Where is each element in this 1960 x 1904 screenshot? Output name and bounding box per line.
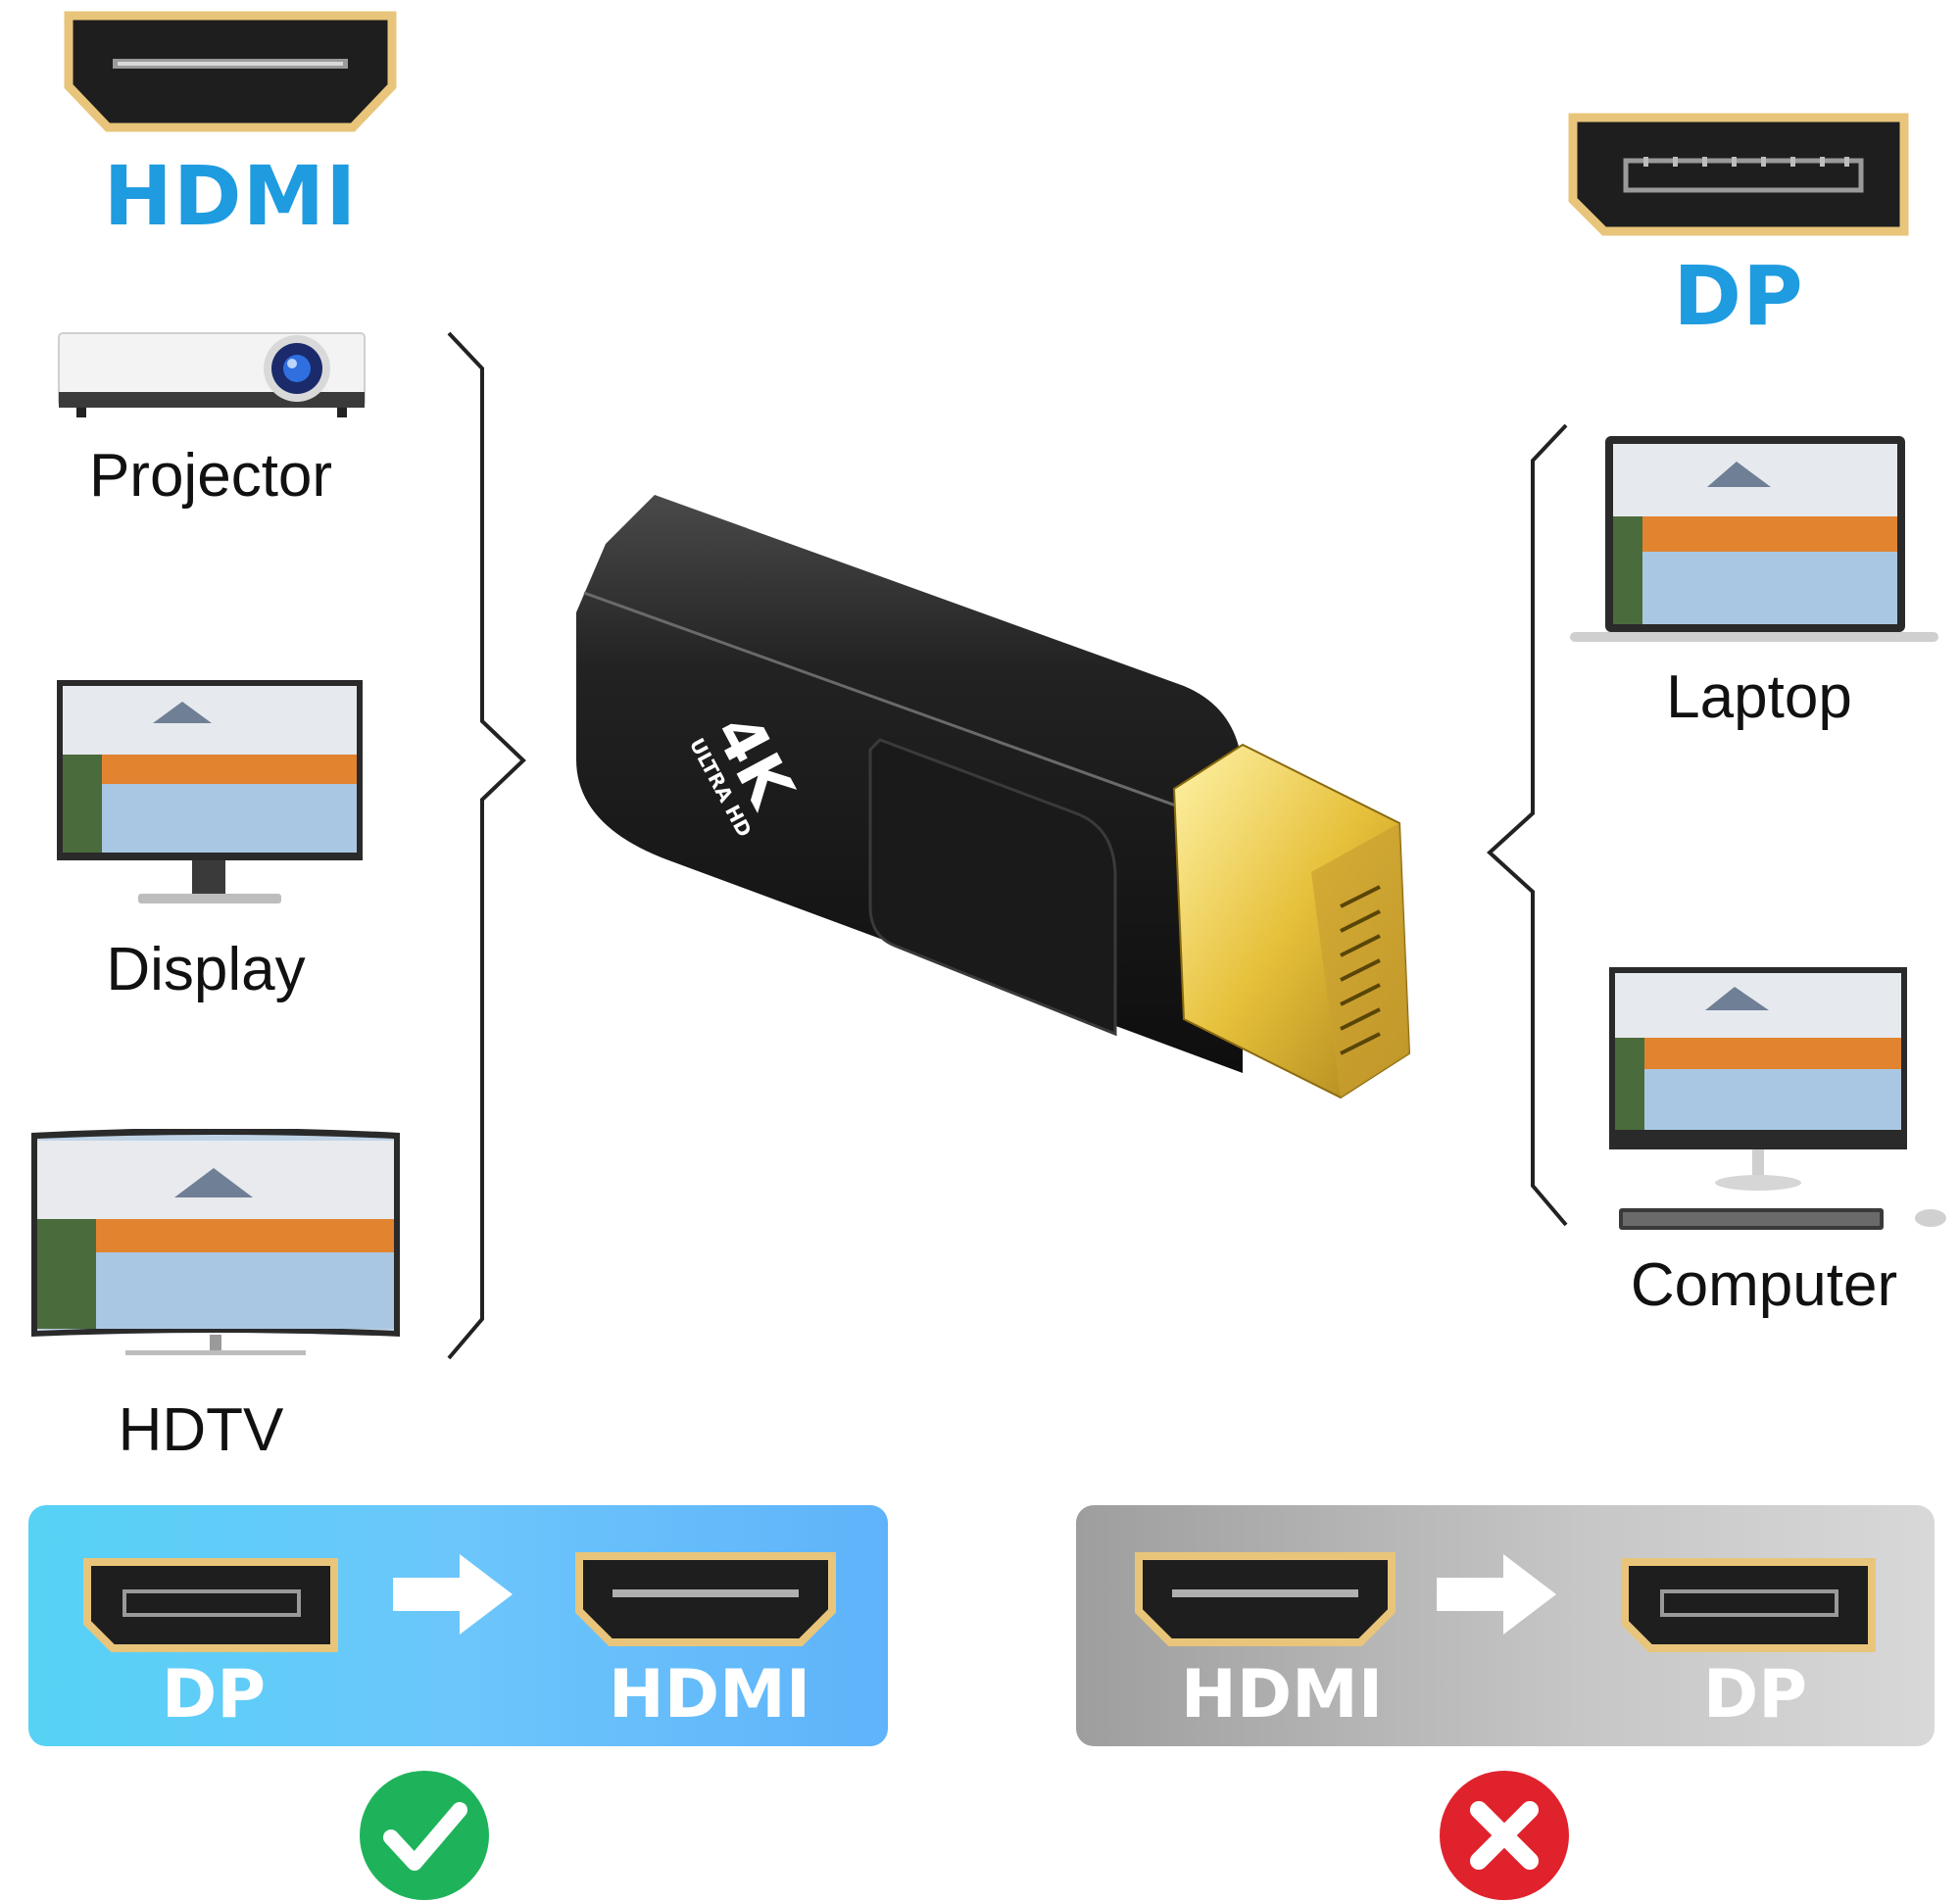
supported-to-label: HDMI (608, 1656, 811, 1733)
display-monitor-icon (55, 678, 365, 913)
hdmi-port-icon (573, 1550, 838, 1648)
hdmi-port-icon (1133, 1550, 1397, 1648)
unsupported-to-label: DP (1702, 1656, 1808, 1733)
supported-direction-panel: DP HDMI (28, 1505, 888, 1746)
projector-icon (57, 331, 367, 421)
displayport-icon (81, 1554, 340, 1656)
right-arrow-icon (1433, 1550, 1560, 1638)
display-label: Display (106, 936, 306, 1003)
computer-label: Computer (1630, 1251, 1898, 1319)
laptop-icon (1570, 434, 1938, 652)
right-bracket (1486, 421, 1574, 1245)
check-mark-icon (358, 1769, 491, 1902)
hdmi-label: HDMI (103, 148, 358, 244)
hdtv-icon (27, 1129, 404, 1364)
hdtv-label: HDTV (118, 1396, 284, 1464)
laptop-label: Laptop (1666, 663, 1852, 731)
dp-to-hdmi-adapter: 4K ULTRA HD (557, 485, 1439, 1112)
unsupported-direction-panel: HDMI DP (1076, 1505, 1935, 1746)
right-arrow-icon (389, 1550, 516, 1638)
displayport-icon (1565, 106, 1912, 243)
projector-label: Projector (88, 442, 333, 510)
supported-from-label: DP (161, 1656, 267, 1733)
displayport-icon (1619, 1554, 1878, 1656)
cross-mark-icon (1438, 1769, 1571, 1902)
dp-label: DP (1673, 248, 1804, 344)
computer-icon (1607, 965, 1950, 1240)
hdmi-port-icon (59, 8, 402, 135)
unsupported-from-label: HDMI (1180, 1656, 1384, 1733)
left-bracket (441, 329, 529, 1368)
